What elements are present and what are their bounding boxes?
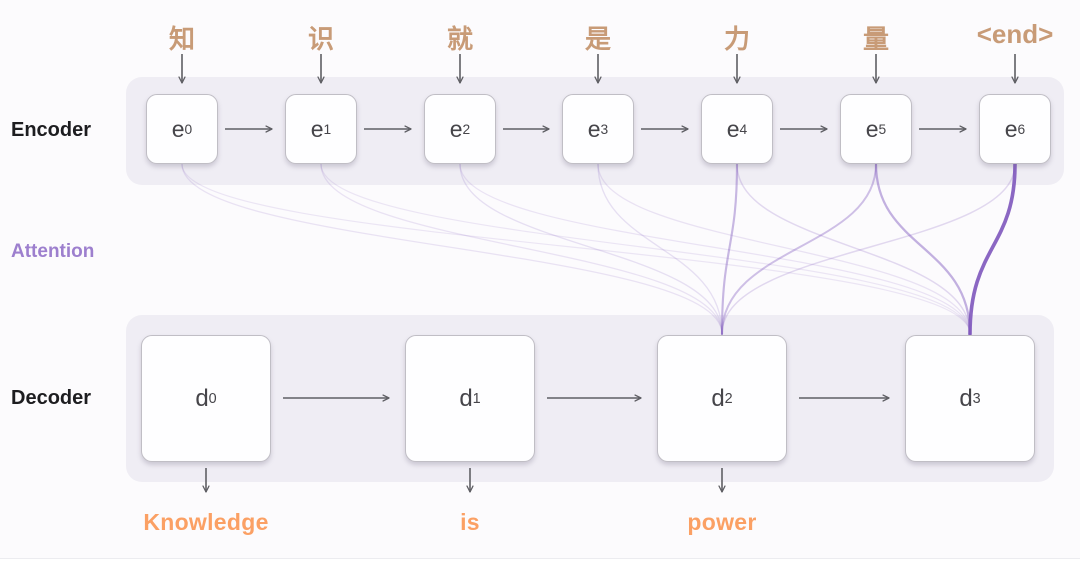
encoder-label: Encoder bbox=[11, 119, 92, 141]
input-token-1: 识 bbox=[307, 24, 335, 54]
attention-link-e4-d2 bbox=[720, 162, 739, 336]
input-token-0: 知 bbox=[168, 24, 196, 54]
attention-link-e2-d2 bbox=[459, 163, 723, 335]
bottom-strip bbox=[0, 558, 1080, 574]
attention-link-e6-d3 bbox=[968, 162, 1017, 336]
input-token-6: <end> bbox=[976, 19, 1054, 49]
output-word-knowledge: Knowledge bbox=[143, 509, 269, 535]
attention-link-e5-d3 bbox=[874, 162, 972, 336]
attention-link-e1-d3 bbox=[320, 163, 971, 335]
attention-link-e6-d2 bbox=[721, 163, 1016, 335]
attention-link-e3-d2 bbox=[597, 163, 723, 335]
output-word-power: power bbox=[687, 509, 757, 535]
input-token-5: 量 bbox=[862, 24, 890, 54]
attention-link-e0-d2 bbox=[181, 163, 723, 335]
attention-label: Attention bbox=[11, 241, 95, 262]
input-token-2: 就 bbox=[446, 24, 474, 54]
input-token-3: 是 bbox=[584, 24, 612, 54]
attention-link-e4-d3 bbox=[736, 163, 971, 335]
input-token-4: 力 bbox=[723, 24, 751, 54]
attention-link-e0-d3 bbox=[181, 163, 971, 335]
attention-link-e1-d2 bbox=[320, 163, 723, 335]
attention-link-e3-d3 bbox=[597, 163, 971, 335]
attention-link-e5-d2 bbox=[721, 163, 877, 335]
output-word-is: is bbox=[460, 509, 480, 535]
attention-link-e2-d3 bbox=[459, 163, 971, 335]
decoder-label: Decoder bbox=[11, 387, 92, 409]
